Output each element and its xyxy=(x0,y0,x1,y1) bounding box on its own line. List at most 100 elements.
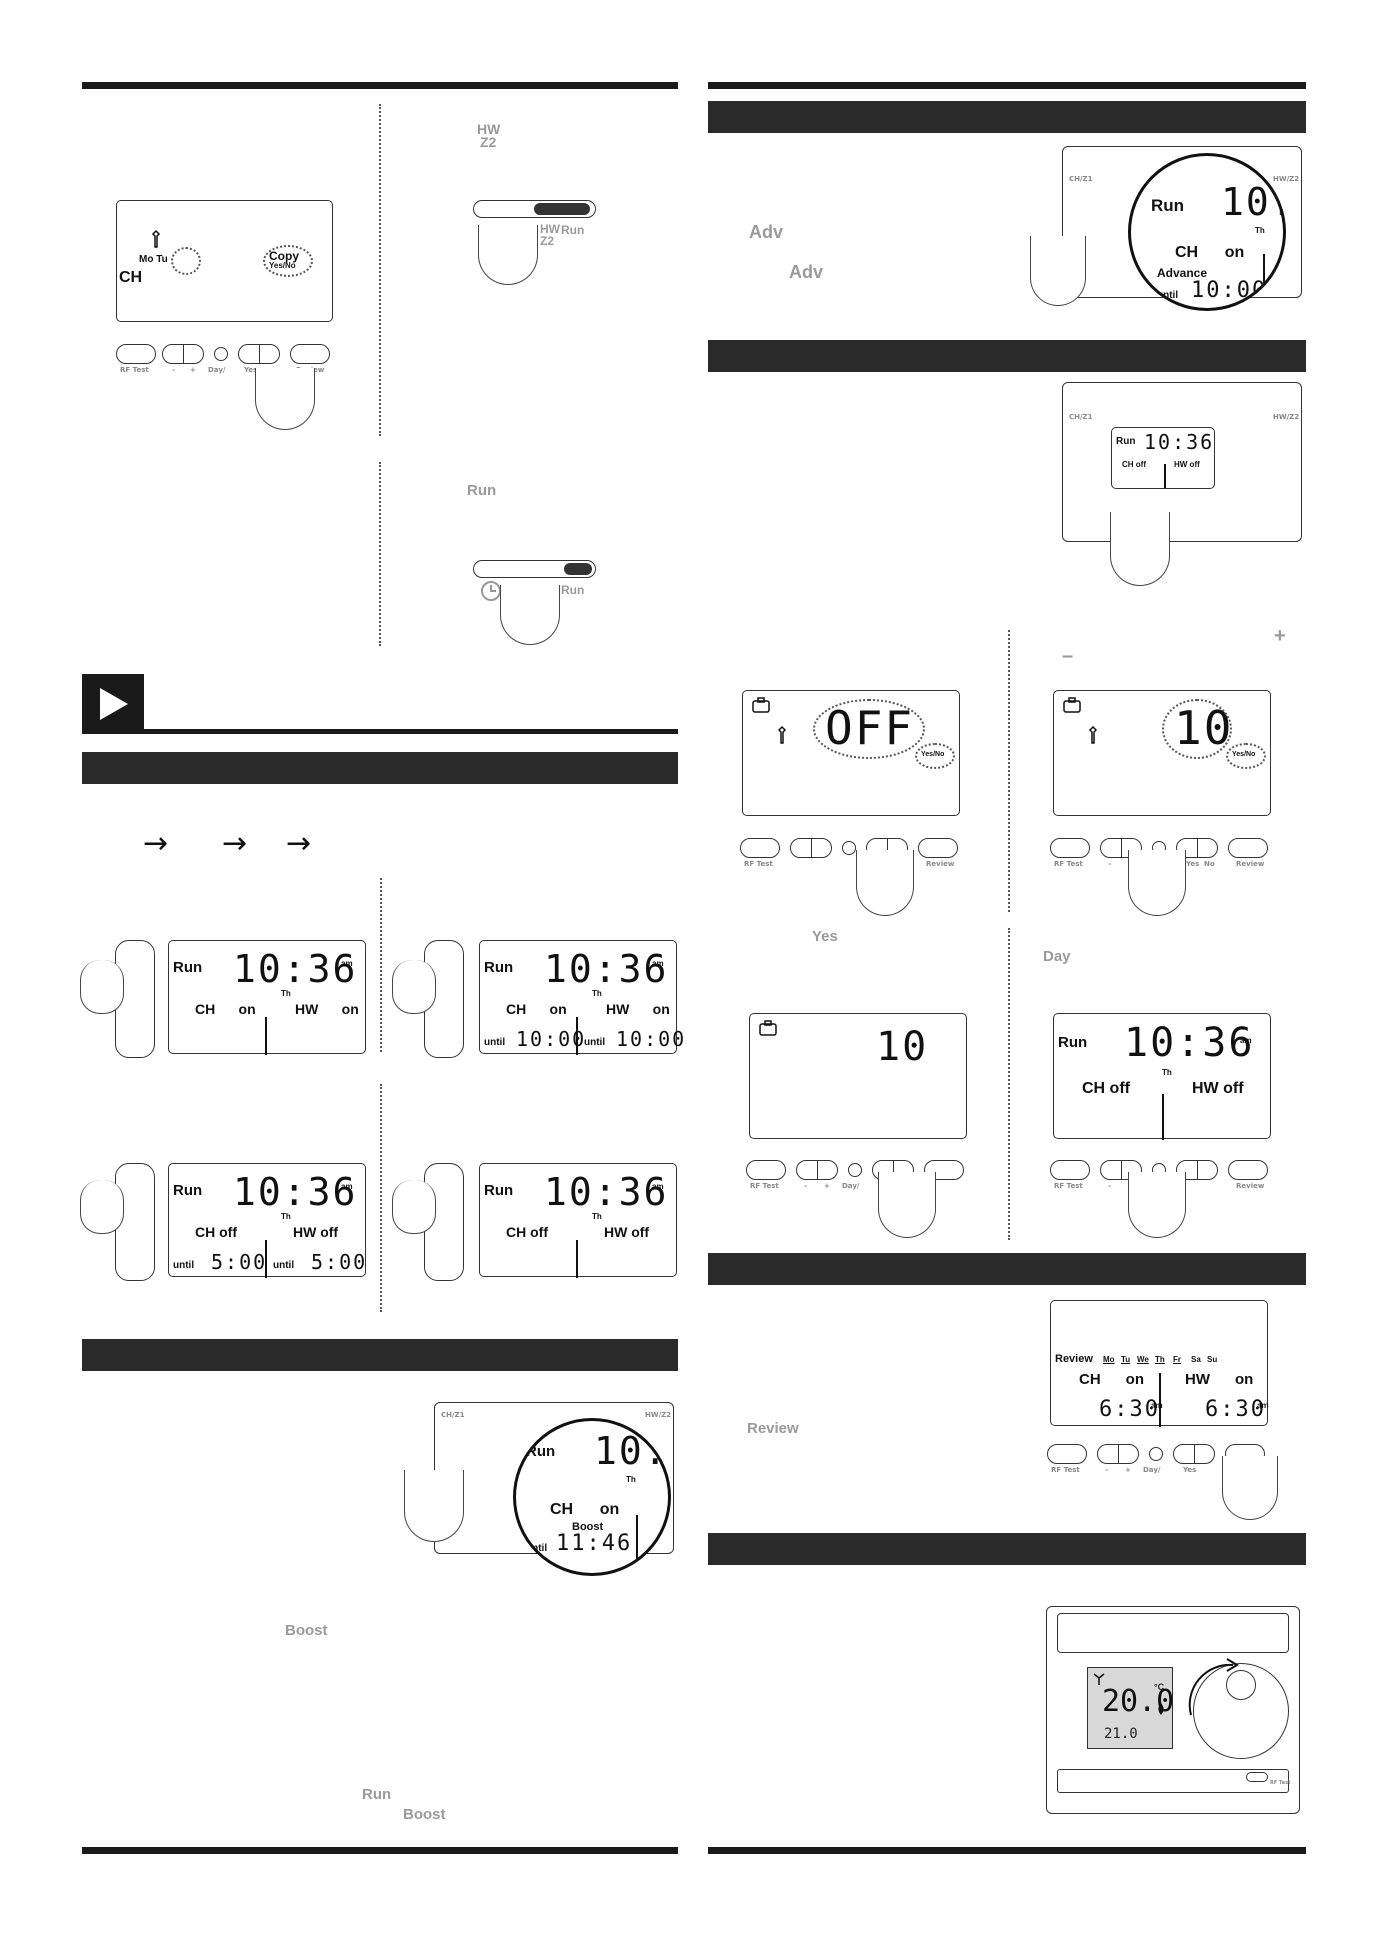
section-bar-advance xyxy=(708,101,1306,133)
section-bar-thermostat xyxy=(708,1533,1306,1565)
kw-yes: Yes xyxy=(812,928,838,945)
day-th: Th xyxy=(1155,1355,1165,1364)
button-row-2: RF Test Review xyxy=(740,838,960,878)
top-rule-right xyxy=(708,82,1306,89)
hand-illustration xyxy=(392,1180,436,1234)
dotted-divider xyxy=(1008,928,1010,1240)
rf-test-button[interactable] xyxy=(116,344,156,364)
run-lcd-4: Run 10:36 am Th CH off HW off xyxy=(479,1163,677,1278)
section-bar-holiday xyxy=(708,340,1306,372)
kw-adv-2: Adv xyxy=(789,262,824,282)
rf-test-button[interactable] xyxy=(740,838,780,858)
suitcase-icon xyxy=(759,1020,777,1036)
day-button[interactable] xyxy=(848,1163,862,1177)
holiday-set-lcd: 10 xyxy=(749,1013,967,1139)
flash-ring xyxy=(171,247,201,275)
arrow-right-icon: → xyxy=(222,826,248,861)
day-button[interactable] xyxy=(1149,1447,1163,1461)
slider-knob[interactable] xyxy=(564,563,592,575)
day-fr: Fr xyxy=(1173,1355,1181,1364)
dotted-divider xyxy=(379,104,381,436)
dotted-divider xyxy=(380,1084,382,1312)
yes-no-button[interactable] xyxy=(1176,838,1218,858)
minus-plus-button[interactable] xyxy=(1097,1444,1139,1464)
boost-zoom: Run 10: Th CH on Boost until 11:46 xyxy=(513,1418,671,1576)
day-button[interactable] xyxy=(214,347,228,361)
holiday-off-lcd: OFF Yes/No xyxy=(742,690,960,816)
advance-zoom: Run 10: Th CH on Advance until 10:00 xyxy=(1128,153,1286,311)
copy-days: Mo Tu xyxy=(139,254,168,265)
holiday-device: CH/Z1 HW/Z2 Run 10:36 CH off HW off xyxy=(1062,382,1302,542)
hand-illustration xyxy=(878,1172,936,1238)
section-bar-boost xyxy=(82,1339,678,1371)
thermostat-lcd: 20.0 °C 21.0 xyxy=(1087,1667,1174,1749)
hand-illustration xyxy=(80,1180,124,1234)
review-button[interactable] xyxy=(918,838,958,858)
minus-plus-button[interactable] xyxy=(790,838,832,858)
kw-plus: + xyxy=(1274,625,1286,647)
kw-adv: Adv xyxy=(749,222,784,242)
kw-boost-2: Boost xyxy=(403,1806,446,1823)
yes-no-button[interactable] xyxy=(1176,1160,1218,1180)
day-tu: Tu xyxy=(1121,1355,1131,1364)
rotate-arrow-icon xyxy=(1188,1658,1239,1716)
hand-illustration xyxy=(1030,236,1086,306)
dotted-divider xyxy=(1008,630,1010,912)
thermostat-device: 20.0 °C 21.0 RF Test xyxy=(1046,1606,1300,1814)
minus-plus-button[interactable] xyxy=(796,1160,838,1180)
rf-test-button[interactable] xyxy=(746,1160,786,1180)
temperature-dial[interactable] xyxy=(1193,1663,1289,1759)
yes-no-button[interactable] xyxy=(1173,1444,1215,1464)
wrench-icon xyxy=(777,725,787,744)
wrench-icon xyxy=(1088,725,1098,744)
hand-illustration xyxy=(1110,512,1170,586)
hand-illustration xyxy=(500,585,560,645)
hand-illustration xyxy=(1128,850,1186,916)
hand-illustration xyxy=(1128,1172,1186,1238)
minus-plus-button[interactable] xyxy=(162,344,204,364)
section-bar-review xyxy=(708,1253,1306,1285)
run-lcd-3: Run 10:36 am Th CH off HW off until 5:00… xyxy=(168,1163,366,1278)
kw-minus: – xyxy=(1062,645,1074,667)
dotted-divider xyxy=(379,462,381,646)
review-lcd: Review Mo Tu We Th Fr Sa Su CH on HW on … xyxy=(1050,1300,1269,1427)
bottom-rule-left xyxy=(82,1847,678,1854)
clock-icon xyxy=(481,581,501,601)
play-icon xyxy=(100,688,128,720)
flame-icon xyxy=(1158,1703,1164,1715)
hand-illustration xyxy=(392,960,436,1014)
rf-test-button[interactable] xyxy=(1050,838,1090,858)
review-button[interactable] xyxy=(290,344,330,364)
copy-lcd: Mo Tu CH Copy Yes/No xyxy=(116,200,333,322)
hand-illustration xyxy=(404,1470,464,1542)
wrench-icon xyxy=(151,229,161,248)
banner-rule xyxy=(144,729,678,734)
day-button[interactable] xyxy=(842,841,856,855)
arrow-right-icon: → xyxy=(286,826,312,861)
day-mo: Mo xyxy=(1103,1355,1115,1364)
section-bar-left-1 xyxy=(82,752,678,784)
bottom-rule-right xyxy=(708,1847,1306,1854)
day-su: Su xyxy=(1207,1355,1218,1364)
hand-illustration xyxy=(255,368,315,430)
kw-review: Review xyxy=(747,1420,799,1437)
review-button[interactable] xyxy=(1228,1160,1268,1180)
day-sa: Sa xyxy=(1191,1355,1201,1364)
kw-day: Day xyxy=(1043,948,1071,965)
rf-test-button[interactable] xyxy=(1047,1444,1087,1464)
mode-slider[interactable] xyxy=(473,200,596,218)
suitcase-icon xyxy=(1063,697,1081,713)
yes-no-button[interactable] xyxy=(238,344,280,364)
hand-illustration xyxy=(478,225,538,285)
kw-boost: Boost xyxy=(285,1622,328,1639)
slider-knob[interactable] xyxy=(534,203,590,215)
rf-test-button[interactable] xyxy=(1050,1160,1090,1180)
review-button[interactable] xyxy=(1228,838,1268,858)
mode-slider-2[interactable] xyxy=(473,560,596,578)
flash-ring-2 xyxy=(263,245,313,277)
mini-lcd: Run 10:36 CH off HW off xyxy=(1111,427,1215,489)
kw-run: Run xyxy=(467,482,497,499)
button-row-3: RF Test – + Yes No Review xyxy=(1050,838,1270,878)
rf-test-button[interactable] xyxy=(1246,1772,1268,1782)
dotted-divider xyxy=(380,878,382,1052)
